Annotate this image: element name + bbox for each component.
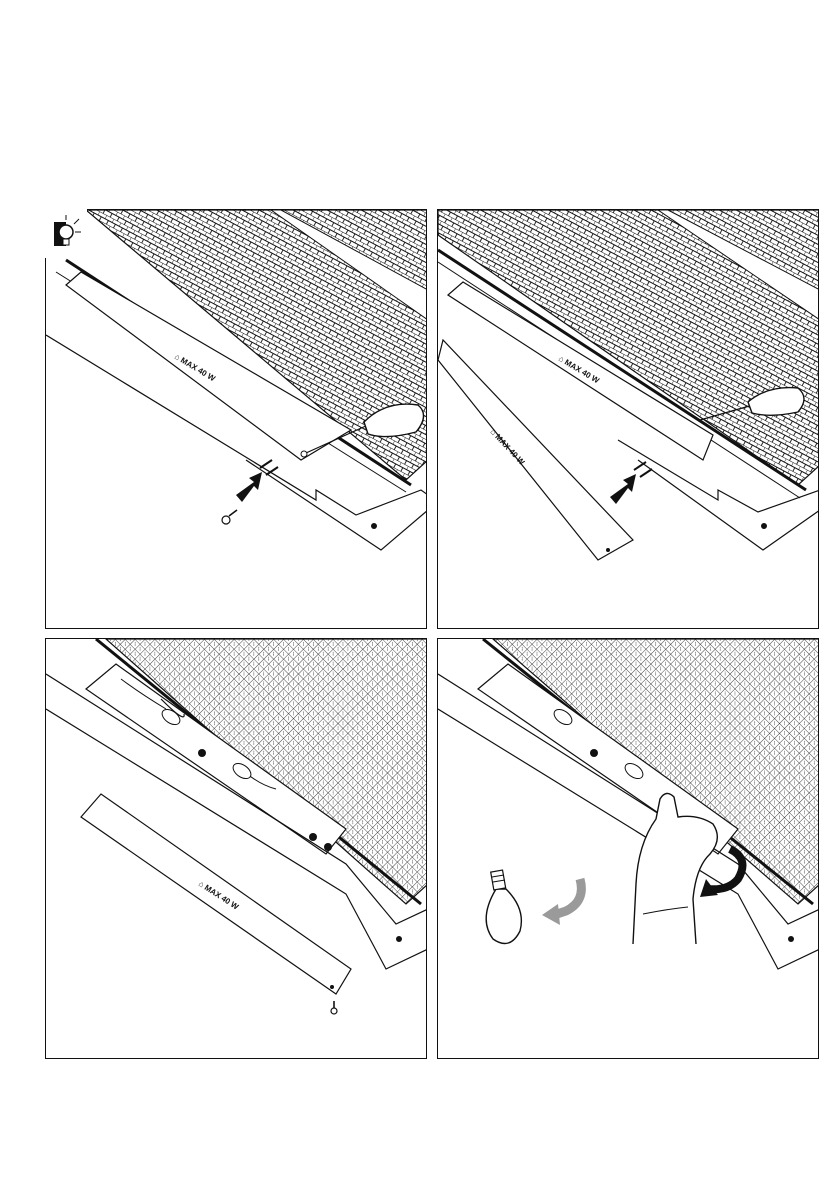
step-1-panel: ⌂ MAX 40 W	[45, 209, 427, 629]
light-bulb-tip-icon	[45, 208, 87, 258]
slide-arrow-icon	[610, 462, 652, 504]
screw-icon	[222, 510, 237, 524]
step-4-panel	[437, 638, 819, 1059]
screw-icon	[331, 1001, 337, 1014]
step-3-panel: ⌂ MAX 40 W	[45, 638, 427, 1059]
step-2-panel: ⌂ MAX 40 W ⌂ MAX 40 W	[437, 209, 819, 629]
slide-arrow-icon	[542, 879, 581, 925]
slide-arrow-icon	[236, 460, 278, 502]
bulb-icon	[486, 870, 521, 943]
